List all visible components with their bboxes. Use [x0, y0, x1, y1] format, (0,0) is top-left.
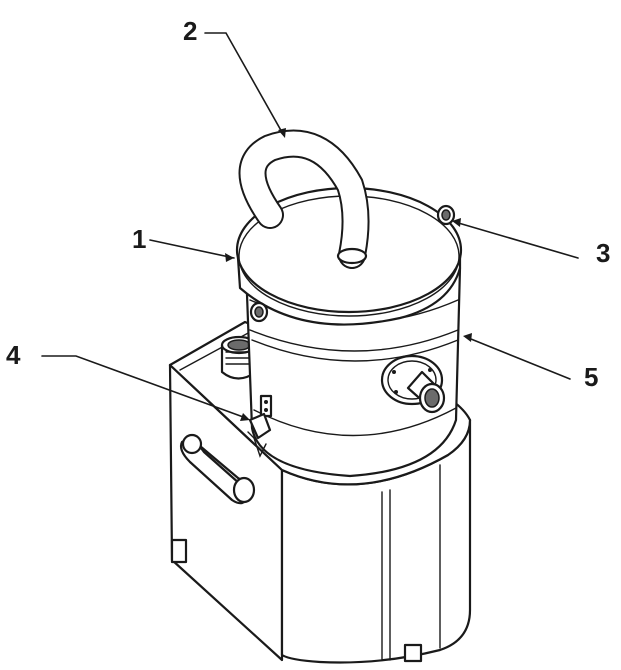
inlet-port — [380, 354, 446, 414]
leader-line-2 — [204, 32, 284, 135]
side-handle — [179, 433, 256, 505]
foot-left — [170, 538, 188, 564]
leader-line-5 — [465, 336, 571, 380]
callout-2: 2 — [183, 16, 197, 46]
callout-3: 3 — [596, 238, 610, 268]
callout-1: 1 — [132, 224, 146, 254]
callout-5: 5 — [584, 362, 598, 392]
lid-knob-right — [436, 204, 456, 226]
callout-4: 4 — [6, 340, 21, 370]
callout-labels: 1 2 3 4 5 — [6, 16, 610, 392]
leader-line-1 — [149, 239, 235, 259]
suction-hose — [238, 129, 370, 269]
leader-line-4 — [41, 355, 247, 419]
lid-knob-left — [249, 301, 269, 323]
leader-line-3 — [454, 221, 579, 259]
foot-front — [403, 643, 423, 663]
latch-clamp — [247, 394, 273, 458]
leader-lines — [41, 32, 579, 421]
